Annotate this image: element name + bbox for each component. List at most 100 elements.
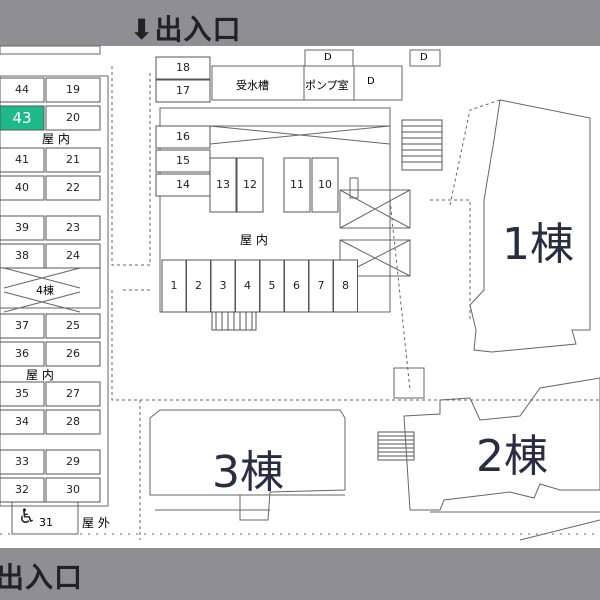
slot-44[interactable] <box>0 77 45 103</box>
building2-label: 2棟 <box>476 431 548 482</box>
left-indoor-label-bottom: 屋 内 <box>26 368 54 382</box>
slot-10-label: 10 <box>318 178 332 191</box>
slot-26[interactable] <box>45 341 101 367</box>
slot-29[interactable] <box>45 449 101 475</box>
slot-5-label: 5 <box>268 279 276 292</box>
slot-39[interactable] <box>0 215 45 241</box>
slot-39-label: 39 <box>15 221 29 234</box>
slot-16-label: 16 <box>176 130 190 143</box>
slot-13-label: 13 <box>216 178 230 191</box>
slot-26-label: 26 <box>66 347 80 360</box>
slot-12-label: 12 <box>243 178 257 191</box>
slot-30-label: 30 <box>66 483 80 496</box>
slot-24-label: 24 <box>66 249 80 262</box>
slot-33[interactable] <box>0 449 45 475</box>
slot-20[interactable] <box>45 105 101 131</box>
slot-37-label: 37 <box>15 319 29 332</box>
slot-15-label: 15 <box>176 154 190 167</box>
slot-3-label: 3 <box>219 279 227 292</box>
slot-22[interactable] <box>45 175 101 201</box>
slot-2-label: 2 <box>195 279 202 292</box>
slot-23-label: 23 <box>66 221 80 234</box>
slot-17-label: 17 <box>176 84 190 97</box>
slot-40-label: 40 <box>15 181 29 194</box>
d-label-top-right: D <box>420 52 428 63</box>
slot-13[interactable] <box>209 157 237 213</box>
slot-10[interactable] <box>311 157 339 213</box>
slot-19-label: 19 <box>66 83 80 96</box>
slot-8[interactable] <box>333 259 358 313</box>
building4-label: 4棟 <box>36 284 54 297</box>
building3-label: 3棟 <box>212 447 284 498</box>
slot-4[interactable] <box>235 259 260 313</box>
slot-6[interactable] <box>284 259 309 313</box>
slot-38-label: 38 <box>15 249 29 262</box>
slot-25[interactable] <box>45 313 101 339</box>
entrance-top-label: ⬇出入口 <box>130 13 242 46</box>
d-label-top-left: D <box>324 52 332 63</box>
slot-14-label: 14 <box>176 178 190 191</box>
slot-35[interactable] <box>0 381 45 407</box>
bottom-entrance-bar <box>0 548 600 600</box>
slot-41-label: 41 <box>15 153 29 166</box>
slot-25-label: 25 <box>66 319 80 332</box>
slot-17[interactable] <box>155 79 211 103</box>
slot-31-label: 31 <box>39 516 53 529</box>
building1-outline <box>469 99 591 353</box>
slot-8-label: 8 <box>342 279 349 292</box>
slot-18[interactable] <box>155 56 211 80</box>
slot-16[interactable] <box>155 125 211 149</box>
slot-36[interactable] <box>0 341 45 367</box>
slot-43-label: 43 <box>12 109 32 127</box>
slot-44-label: 44 <box>15 83 29 96</box>
outdoor-label: 屋 外 <box>82 516 110 530</box>
slot-43[interactable] <box>0 105 45 131</box>
slot-37[interactable] <box>0 313 45 339</box>
wheelchair-icon: ♿ <box>18 504 36 528</box>
slot-2[interactable] <box>186 259 211 313</box>
slot-12[interactable] <box>236 157 264 213</box>
slot-21[interactable] <box>45 147 101 173</box>
slot-11-label: 11 <box>290 178 304 191</box>
slot-27[interactable] <box>45 381 101 407</box>
slot-22-label: 22 <box>66 181 80 194</box>
slot-11[interactable] <box>283 157 311 213</box>
slot-33-label: 33 <box>15 455 29 468</box>
slot-41[interactable] <box>0 147 45 173</box>
slot-28-label: 28 <box>66 415 80 428</box>
slot-34-label: 34 <box>15 415 29 428</box>
center-indoor-label: 屋 内 <box>240 233 268 247</box>
slot-38[interactable] <box>0 243 45 269</box>
slot-1-label: 1 <box>170 279 178 292</box>
slot-23[interactable] <box>45 215 101 241</box>
slot-19[interactable] <box>45 77 101 103</box>
slot-27-label: 27 <box>66 387 80 400</box>
water-tank-label: 受水槽 <box>236 79 269 92</box>
slot-32[interactable] <box>0 477 45 503</box>
slot-21-label: 21 <box>66 153 80 166</box>
slot-7-label: 7 <box>317 279 325 292</box>
slot-6-label: 6 <box>293 279 300 292</box>
building2-outline <box>403 377 600 511</box>
top-entrance-bar <box>0 0 600 46</box>
accessible-slot <box>11 501 79 535</box>
slot-18-label: 18 <box>176 61 190 74</box>
top-strip <box>0 45 101 55</box>
slot-29-label: 29 <box>66 455 80 468</box>
slot-28[interactable] <box>45 409 101 435</box>
slot-35-label: 35 <box>15 387 29 400</box>
slot-40[interactable] <box>0 175 45 201</box>
slot-32-label: 32 <box>15 483 29 496</box>
slot-30[interactable] <box>45 477 101 503</box>
slot-24[interactable] <box>45 243 101 269</box>
slot-36-label: 36 <box>15 347 29 360</box>
left-lot-outline <box>0 75 109 507</box>
slot-34[interactable] <box>0 409 45 435</box>
slot-4-label: 4 <box>244 279 251 292</box>
slot-20-label: 20 <box>66 111 80 124</box>
entrance-bottom-label: 出入口 <box>0 561 84 594</box>
slot-1[interactable] <box>161 259 187 313</box>
d-label: D <box>367 76 375 87</box>
pump-room-label: ポンプ室 <box>305 79 349 92</box>
